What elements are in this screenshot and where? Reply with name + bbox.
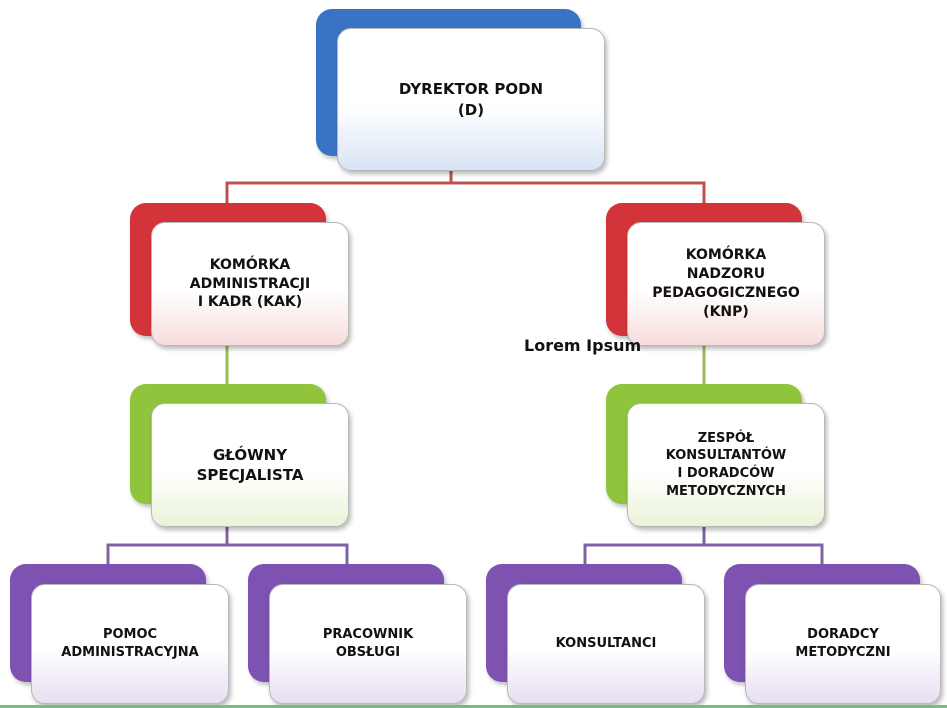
node-glowny-label: GŁÓWNY SPECJALISTA	[196, 445, 304, 484]
connector-zespol-children	[583, 526, 706, 566]
node-pomoc-label: POMOC ADMINISTRACYJNA	[61, 627, 199, 660]
node-doradcy-label: DORADCY METODYCZNI	[795, 627, 891, 660]
node-zespol-label: ZESPÓŁ KONSULTANTÓW I DORADCÓW METODYCZN…	[665, 430, 787, 499]
connector-zespol-doradcy	[704, 543, 824, 566]
connector-glowny-children	[106, 526, 229, 566]
connector-director-kak	[225, 165, 453, 205]
annotation-text: Lorem Ipsum	[524, 336, 642, 355]
node-director-label: DYREKTOR PODN (D)	[398, 80, 544, 119]
bottom-divider	[0, 705, 947, 708]
connector-director-knp	[451, 181, 706, 205]
node-konsultanci-label: KONSULTANCI	[555, 636, 657, 652]
node-kak-label: KOMÓRKA ADMINISTRACJI I KADR (KAK)	[189, 256, 311, 311]
node-pracownik-label: PRACOWNIK OBSŁUGI	[322, 627, 414, 660]
node-knp-label: KOMÓRKA NADZORU PEDAGOGICZNEGO (KNP)	[652, 247, 800, 320]
connector-glowny-pracownik	[227, 543, 349, 566]
